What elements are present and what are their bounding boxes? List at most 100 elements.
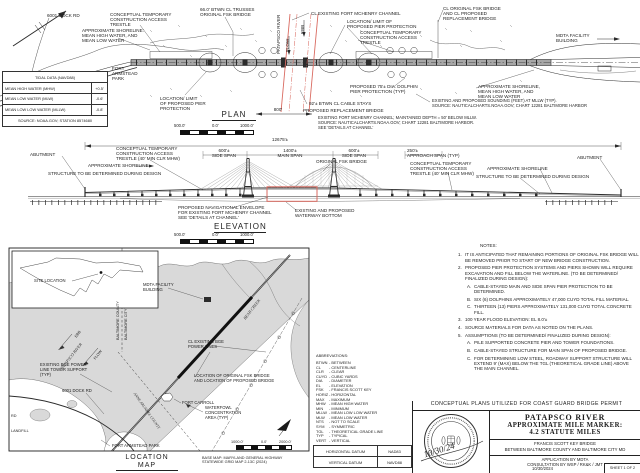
abbreviation-row: CUYD CUBIC YARDS <box>316 374 412 380</box>
map-label-fort-carroll: FORT CARROLL <box>182 399 215 405</box>
notes-title: NOTES: <box>480 243 497 248</box>
titleblock-mile-marker: APPROXIMATE MILE MARKER: <box>507 421 623 429</box>
plan-title: PLAN <box>212 110 256 121</box>
map-base-map-note: BASE MAP: MARYLAND GENERAL HIGHWAY STATE… <box>202 456 283 465</box>
map-scale-right: 2000.0' <box>279 439 292 444</box>
map-scale-bar <box>236 445 292 450</box>
map-north-arrow-icon <box>277 419 291 437</box>
elev-label-nav-envelope: PROPOSED NAVIGATIONAL ENVELOPE FOR EXIST… <box>178 205 272 221</box>
elevation-title: ELEVATION <box>214 222 267 233</box>
elev-dim-side-span-1: 600'± SIDE SPAN <box>211 147 237 158</box>
plan-scale-left: 500.0' <box>174 122 186 128</box>
abbreviation-row: SYM SYMMETRIC <box>316 424 412 430</box>
location-map-art <box>8 247 310 452</box>
titleblock-river: PATAPSCO RIVER <box>524 412 606 422</box>
plan-dim-800: 800' <box>273 107 283 112</box>
abbreviation-row: MLLW MEAN LOW LOW WATER <box>316 411 412 416</box>
sheet-number: SHEET 1 OF 2 <box>604 463 640 473</box>
titleblock-between: BETWEEN BALTIMORE COUNTY AND BALTIMORE C… <box>504 446 626 452</box>
abbreviations-rows: BTWN BETWEEN CL CENTERLINE CLR CLEAR CUY… <box>316 360 412 444</box>
plan-label-ebb: EBB <box>300 24 305 34</box>
plan-scale-bar <box>180 129 254 135</box>
elev-label-waterway-bottom: EXISTING AND PROPOSED WATERWAY BOTTOM <box>295 207 355 218</box>
abbreviation-row: MAX MAXIMUM <box>316 397 412 403</box>
abbreviation-row: NTS NOT TO SCALE <box>316 420 412 425</box>
plan-scale-right: 1000.0' <box>240 122 254 128</box>
title-block: 10/30/24 PATAPSCO RIVER APPROXIMATE MILE… <box>412 410 640 473</box>
elev-label-structure-right: STRUCTURE TO BE DETERMINED DURING DESIGN <box>476 174 590 179</box>
location-map-title: LOCATION MAP <box>116 454 178 472</box>
note-item: A. CABLE-STAYED MAIN AND SIDE SPAN PIER … <box>467 283 613 294</box>
plan-label-patapsco-river: PATAPSCO RIVER <box>276 14 281 54</box>
datum-table-row: VERTICAL DATUM NAVD88 <box>314 456 411 467</box>
map-label-baltimore-county: BALTIMORE COUNTY <box>116 301 120 340</box>
abbreviation-row: BTWN BETWEEN <box>316 360 412 366</box>
note-item: B. SIX (6) DOLPHINS APPROXIMATELY 47,000… <box>467 296 630 302</box>
plan-label-cable-stays: 92'± BTWN CL CABLE STAYS <box>309 101 372 106</box>
elev-scale-bar <box>180 238 254 244</box>
elev-dim-total: 12675'± <box>271 136 289 142</box>
elev-scale-right: 1000.0' <box>240 231 254 237</box>
plan-label-mdta-facility: MDTA FACILITY BUILDING <box>556 33 590 44</box>
abbreviation-row: CLR CLEAR <box>316 370 412 375</box>
titleblock-bridge-row: FRANCIS SCOTT KEY BRIDGE BETWEEN BALTIMO… <box>490 440 640 456</box>
elev-scale-left: 500.0' <box>174 231 186 237</box>
note-item: B. CABLE-STAYED STRUCTURE FOR MAIN SPAN … <box>467 347 628 353</box>
map-label-bridge-location: LOCATION OF ORIGINAL FSK BRIDGE AND LOCA… <box>194 373 275 383</box>
plan-label-shoreline-right: APPROXIMATE SHORELINE, MEAN HIGH WATER, … <box>478 84 540 100</box>
plan-label-shoreline-left: APPROXIMATE SHORELINE: MEAN HIGH WATER, … <box>82 28 144 44</box>
titleblock-application-row: APPLICATION BY MDTA CONSULTATION BY WSP … <box>490 456 640 473</box>
titleblock-project: PATAPSCO RIVER APPROXIMATE MILE MARKER: … <box>490 411 640 440</box>
plan-label-temp-trestle-left: CONCEPTUAL TEMPORARY CONSTRUCTION ACCESS… <box>110 12 172 28</box>
plan-label-fort-armstead: FORT ARMSTEAD PARK <box>112 66 138 82</box>
abbreviation-row: TGL THEORETICAL GRADE LINE <box>316 429 412 435</box>
map-label-landfill: LANDFILL <box>11 429 29 433</box>
elev-label-original-fsk: ORIGINAL FSK BRIDGE <box>316 159 367 164</box>
note-item: C. THIRTEEN (13) PIERS APPROXIMATELY 131… <box>467 304 632 315</box>
notes-panel: NOTES: 1. IT IS ANTICIPATED THAT REMAINI… <box>458 243 639 374</box>
elev-scale-zero: 0.0' <box>212 231 219 237</box>
map-label-waterfowl: WATERFOWL CONCENTRATION AREA (TYP) <box>205 405 242 420</box>
plan-label-dolphins: PROPOSED 75'± DIA. DOLPHIN PIER PROTECTI… <box>350 84 418 95</box>
elevation-linework <box>28 142 640 211</box>
abbreviation-row: VERT VERTICAL <box>316 438 412 444</box>
plan-label-flow: FLOW <box>285 38 290 52</box>
plan-label-cl-bridges: CL ORIGINAL FSK BRIDGE AND CL PROPOSED R… <box>443 6 501 22</box>
channel-limit-lines <box>280 13 319 113</box>
elev-dim-approach-span: 250'± APPROACH SPAN (TYP) <box>407 147 460 158</box>
elev-label-abutment-right: ABUTMENT <box>577 155 603 160</box>
map-label-bge-tower: EXISTING BGE POWER LINE TOWER SUPPORT (T… <box>40 362 88 377</box>
titleblock-consultation: CONSULTATION BY WSP / RK&K / JMT <box>527 462 603 468</box>
note-item: 3. 100 YEAR FLOOD ELEVATION: EL 8.0'± <box>458 317 548 323</box>
map-label-mdta: MDTA FACILITY BUILDING <box>143 282 174 292</box>
plan-label-temp-trestle-mid: CONCEPTUAL TEMPORARY CONSTRUCTION ACCESS… <box>360 30 422 46</box>
abbreviation-row: HORIZ HORIZONTAL <box>316 392 412 398</box>
titleblock-application: APPLICATION BY MDTA <box>541 456 589 462</box>
plan-label-btwn-trusses: 66.0' BTWN CL TRUSSES ORIGINAL FSK BRIDG… <box>200 7 255 18</box>
plan-label-replacement-bridge: PROPOSED REPLACEMENT BRIDGE <box>303 107 384 113</box>
plan-label-pier-prot-left: LOCATION/ LIMIT OF PROPOSED PIER PROTECT… <box>160 96 206 112</box>
elev-label-trestle-right: CONCEPTUAL TEMPORARY CONSTRUCTION ACCESS… <box>410 161 474 177</box>
titleblock-date: 10/30/2024 <box>532 465 553 471</box>
map-label-fort-armstead: FORT ARMSTEAD PARK <box>112 442 160 448</box>
map-label-dock-rd: 6001 DOCK RD <box>62 388 92 393</box>
seal-icon <box>420 414 484 468</box>
plan-scale-zero: 0.0' <box>212 122 219 128</box>
abbreviation-row: TYP TYPICAL <box>316 433 412 439</box>
elev-dim-side-span-2: 600'± SIDE SPAN <box>341 147 367 158</box>
plan-label-soundings: EXISTING AND PROPOSED SOUNDING (FEET) AT… <box>432 98 587 108</box>
abbreviation-row: CL CENTERLINE <box>316 365 412 371</box>
plan-label-pier-prot-top: LOCATION/ LIMIT OF PROPOSED PIER PROTECT… <box>347 19 417 30</box>
map-inset-site-location: SITE LOCATION <box>34 278 66 283</box>
notes-rows: 1. IT IS ANTICIPATED THAT REMAINING PORT… <box>458 252 639 371</box>
map-label-bge-lines: CL EXISTING BGE POWER LINES <box>188 339 224 349</box>
tidal-table-rows: MEAN HIGH WATER (MHW) +0.5' MEAN LOW WAT… <box>3 83 107 116</box>
datum-table-row: HORIZONTAL DATUM NAD83 <box>314 446 411 456</box>
tidal-table-source: SOURCE: NOAA.GOV; STATION 8574680 <box>17 118 93 124</box>
elev-label-trestle-left: CONCEPTUAL TEMPORARY CONSTRUCTION ACCESS… <box>116 146 180 162</box>
note-item: 4. SOURCE MATERIALS FOR DATA AS NOTED ON… <box>458 324 594 330</box>
abbreviation-row: EL ELEVATION <box>316 383 412 389</box>
abbreviations-title: ABBREVIATIONS: <box>316 353 349 358</box>
